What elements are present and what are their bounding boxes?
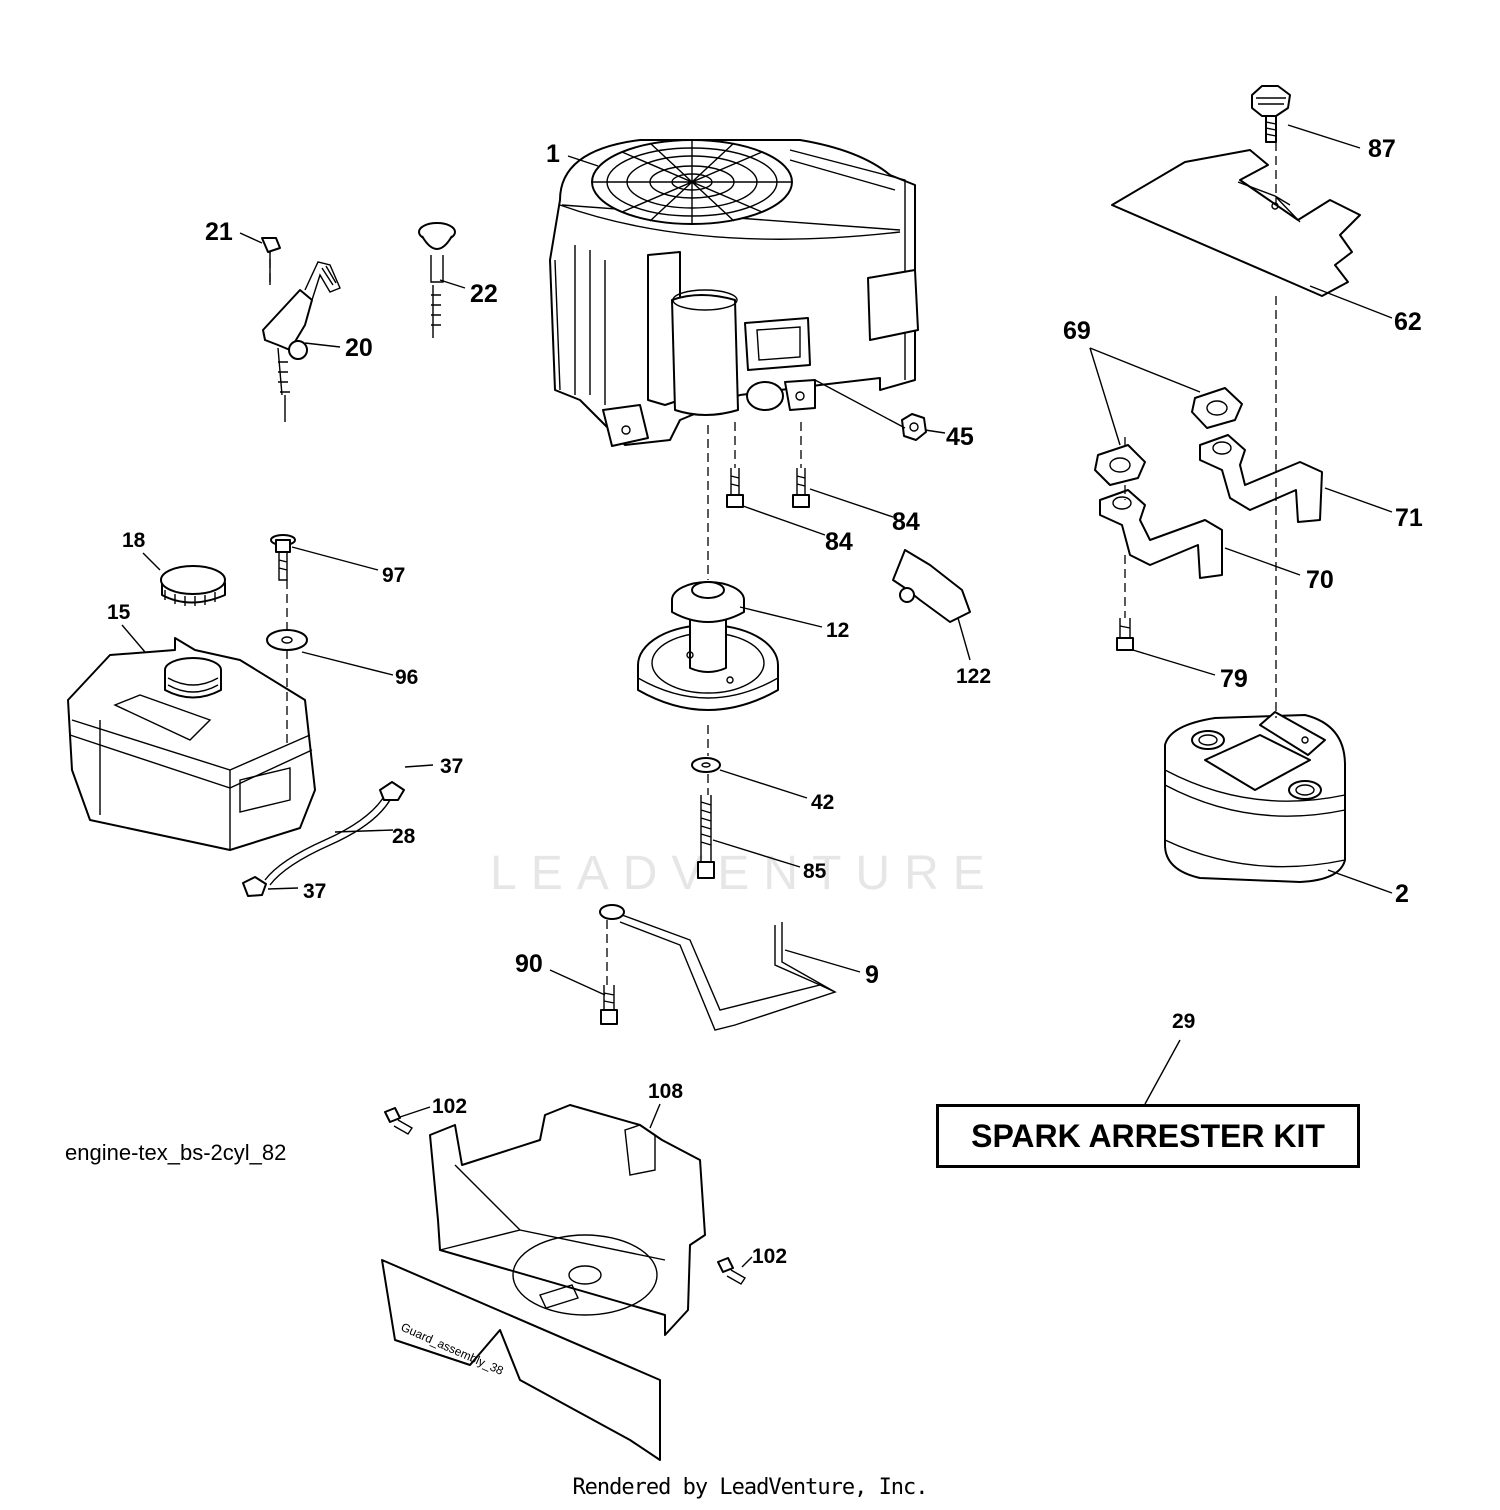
exhaust-pipe-lower[interactable] — [1099, 489, 1223, 579]
fuel-line[interactable] — [264, 794, 391, 886]
callout-79: 79 — [1220, 665, 1248, 693]
callout-18: 18 — [122, 529, 146, 552]
callout-96: 96 — [395, 666, 418, 689]
callout-9: 9 — [865, 961, 879, 989]
callout-87: 87 — [1368, 135, 1396, 163]
engine-bolt-left[interactable] — [726, 468, 744, 508]
muffler-bolt[interactable] — [1116, 618, 1134, 651]
callout-108: 108 — [648, 1080, 683, 1103]
hex-nut[interactable] — [901, 413, 927, 441]
callout-84-right: 84 — [892, 508, 920, 536]
fuel-tank[interactable] — [67, 637, 316, 851]
exhaust-gasket-left[interactable] — [1094, 444, 1146, 486]
callout-21: 21 — [205, 218, 233, 246]
hose-clamp-upper[interactable] — [379, 781, 405, 801]
rod-bolt[interactable] — [600, 985, 618, 1025]
callout-102-lower: 102 — [752, 1245, 787, 1268]
engine-guard[interactable]: Guard_assembly_38 — [381, 1104, 706, 1461]
guard-screw-lower[interactable] — [717, 1257, 746, 1285]
callout-29: 29 — [1172, 1010, 1195, 1033]
callout-45: 45 — [946, 423, 974, 451]
assembly-lines — [269, 142, 1277, 985]
callout-69: 69 — [1063, 317, 1091, 345]
fuel-cap[interactable] — [160, 565, 226, 606]
tank-screw[interactable] — [270, 534, 296, 581]
spark-arrester-kit-box[interactable]: SPARK ARRESTER KIT — [936, 1104, 1360, 1168]
callout-2: 2 — [1395, 880, 1409, 908]
diagram-file-label: engine-tex_bs-2cyl_82 — [65, 1140, 287, 1165]
callout-28: 28 — [392, 825, 416, 848]
callout-37-lower: 37 — [303, 880, 326, 903]
tank-washer[interactable] — [266, 629, 308, 651]
callout-102-upper: 102 — [432, 1095, 467, 1118]
muffler[interactable] — [1164, 711, 1346, 883]
engine-pulley[interactable] — [637, 581, 779, 711]
callout-70: 70 — [1306, 566, 1334, 594]
callout-1: 1 — [546, 140, 560, 168]
guard-screw-upper[interactable] — [384, 1107, 413, 1135]
callout-37-upper: 37 — [440, 755, 463, 778]
callout-22: 22 — [470, 280, 498, 308]
exhaust-pipe-upper[interactable] — [1199, 434, 1323, 523]
pulley-bolt[interactable] — [697, 795, 715, 879]
pulley-washer[interactable] — [691, 757, 721, 773]
shield-knob[interactable] — [1251, 85, 1291, 143]
callout-71: 71 — [1395, 504, 1423, 532]
linkage-rod[interactable] — [599, 904, 837, 1031]
hose-clamp-lower[interactable] — [242, 876, 267, 897]
engine-bolt-right[interactable] — [792, 468, 810, 508]
choke-knob[interactable] — [418, 222, 456, 338]
spark-arrester-kit-label: SPARK ARRESTER KIT — [971, 1117, 1325, 1154]
callout-labels: 1 2 9 12 15 18 20 21 22 28 29 37 37 42 4… — [107, 135, 1423, 1268]
callout-15: 15 — [107, 601, 131, 624]
callout-42: 42 — [811, 791, 834, 814]
callout-84-left: 84 — [825, 528, 853, 556]
exhaust-shield[interactable] — [1111, 149, 1361, 297]
callout-97: 97 — [382, 564, 405, 587]
callout-62: 62 — [1394, 308, 1422, 336]
watermark-text: LEADVENTURE — [490, 847, 999, 900]
callout-122: 122 — [956, 665, 991, 688]
throttle-control[interactable] — [261, 237, 341, 422]
exhaust-gasket-right[interactable] — [1191, 387, 1243, 429]
callout-85: 85 — [803, 860, 827, 883]
callout-20: 20 — [345, 334, 373, 362]
belt-guard-bracket[interactable] — [892, 549, 971, 623]
leader-lines — [121, 124, 1393, 1268]
callout-12: 12 — [826, 619, 849, 642]
engine[interactable] — [549, 139, 919, 447]
callout-90: 90 — [515, 950, 543, 978]
render-credit: Rendered by LeadVenture, Inc. — [572, 1475, 928, 1500]
